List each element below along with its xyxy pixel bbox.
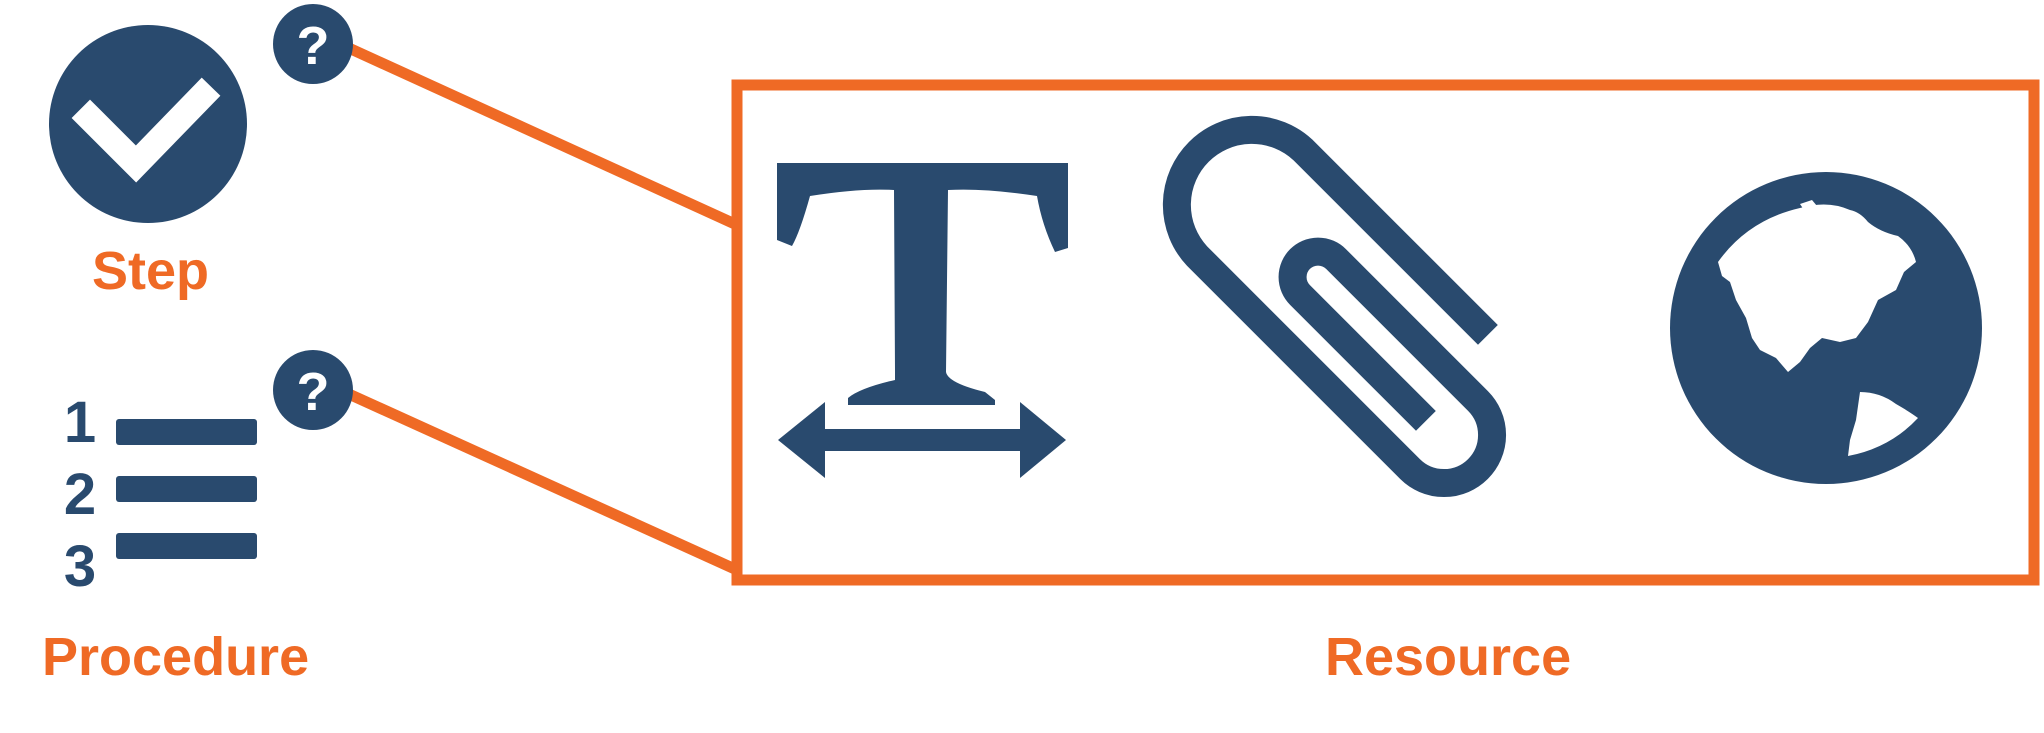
step-help-mark: ? [297,16,330,76]
list-number-2: 2 [64,462,96,527]
check-circle-icon [49,25,247,223]
resource-box [731,79,2040,586]
procedure-help-icon[interactable]: ? [273,350,353,430]
numbered-list-icon: 1 2 3 [64,390,257,599]
globe-icon [1670,172,1982,484]
step-label: Step [92,241,210,301]
step-connector-line [337,38,740,231]
list-number-3: 3 [64,534,96,599]
step-help-icon[interactable]: ? [273,4,353,84]
procedure-connector-line [337,384,740,576]
list-number-1: 1 [64,390,96,455]
resource-label: Resource [1325,627,1572,687]
list-line-2 [116,476,257,502]
paperclip-icon [1162,115,1507,498]
text-width-icon [777,163,1068,478]
list-line-3 [116,533,257,559]
procedure-help-mark: ? [297,362,330,422]
list-line-1 [116,419,257,445]
procedure-label: Procedure [42,627,310,687]
